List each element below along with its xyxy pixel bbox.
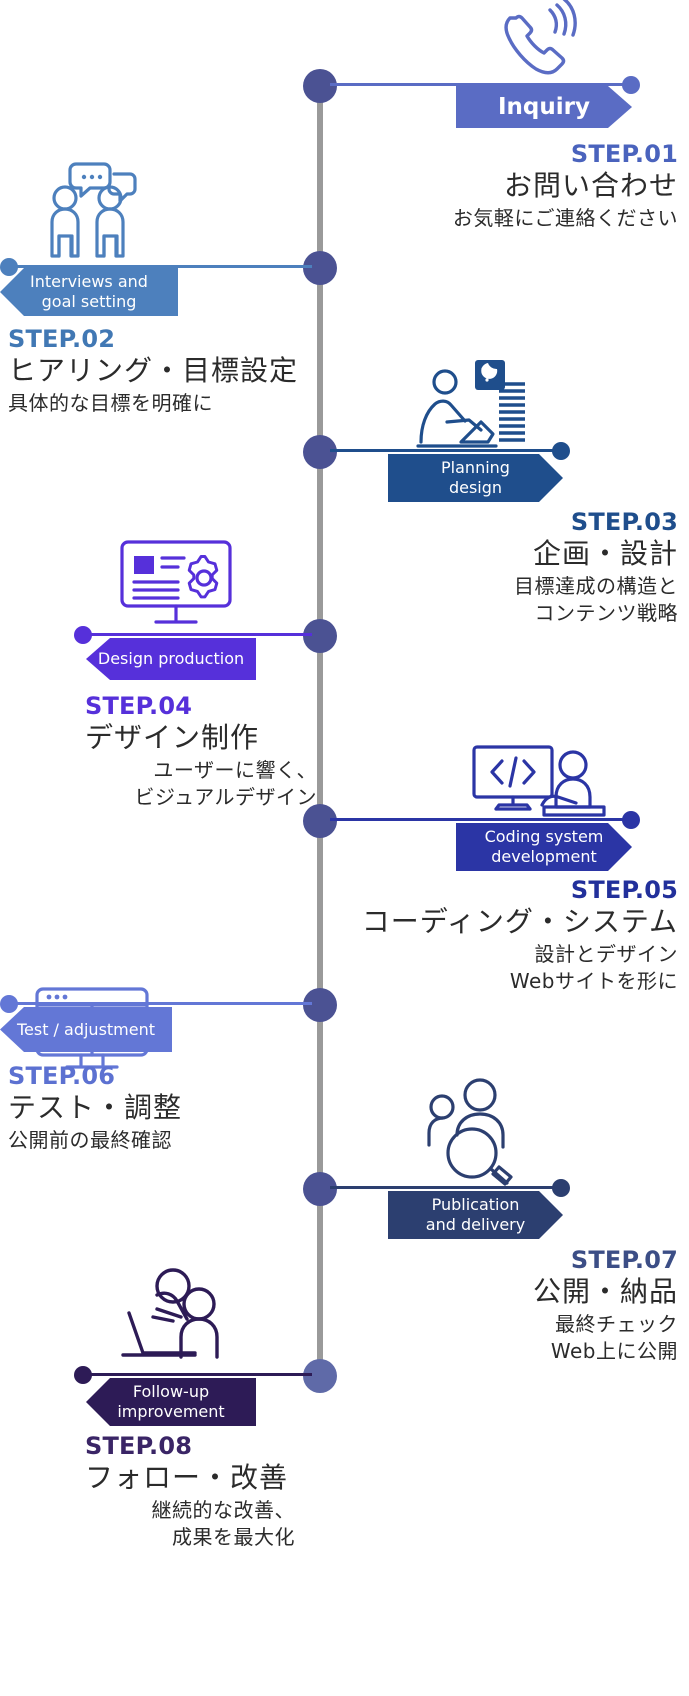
step-title-4: デザイン制作	[85, 721, 260, 755]
connector-enddot-7	[552, 1179, 570, 1197]
step-banner-6[interactable]: Test / adjustment	[0, 1007, 172, 1052]
monitor-gear-icon	[120, 540, 232, 628]
step-banner-2[interactable]: Interviews and goal setting	[0, 268, 178, 316]
step-banner-label-4: Design production	[97, 649, 245, 669]
step-text-2: STEP.02 ヒアリング・目標設定 具体的な目標を明確に	[8, 325, 488, 417]
step-banner-label-2b: goal setting	[41, 292, 137, 311]
step-text-4: STEP.04 デザイン制作 ユーザーに響く、 ビジュアルデザイン	[85, 692, 565, 811]
step-desc-6: 公開前の最終確認	[8, 1127, 172, 1152]
step-title-3: 企画・設計	[532, 537, 678, 571]
step-number-7: STEP.07	[570, 1246, 678, 1274]
step-number-1: STEP.01	[570, 140, 678, 168]
timeline-node-3	[303, 435, 337, 469]
timeline-node-1	[303, 69, 337, 103]
step-banner-label-7a: Publication	[431, 1195, 520, 1215]
timeline-node-5	[303, 804, 337, 838]
connector-line-4	[86, 633, 312, 636]
step-banner-label-8a: Follow-up	[132, 1382, 210, 1402]
step-desc-3: 目標達成の構造と コンテンツ戦略	[514, 573, 678, 625]
step-text-8: STEP.08 フォロー・改善 継続的な改善、 成果を最大化	[85, 1432, 565, 1551]
step-number-4: STEP.04	[85, 692, 193, 720]
step-text-6: STEP.06 テスト・調整 公開前の最終確認	[8, 1062, 488, 1154]
timeline-node-6	[303, 988, 337, 1022]
connector-enddot-5	[622, 811, 640, 829]
step-number-3: STEP.03	[570, 508, 678, 536]
step-number-8: STEP.08	[85, 1432, 193, 1460]
connector-enddot-4	[74, 626, 92, 644]
code-monitor-person-icon	[472, 745, 608, 823]
step-desc-2: 具体的な目標を明確に	[8, 390, 213, 415]
step-text-5: STEP.05 コーディング・システム 設計とデザイン Webサイトを形に	[158, 876, 678, 995]
timeline-spine	[317, 86, 323, 1376]
step-text-1: STEP.01 お問い合わせ お気軽にご連絡ください	[198, 140, 678, 232]
step-banner-3[interactable]: Planning design	[388, 454, 563, 502]
connector-enddot-8	[74, 1366, 92, 1384]
connector-line-2	[12, 265, 312, 268]
step-text-3: STEP.03 企画・設計 目標達成の構造と コンテンツ戦略	[198, 508, 678, 627]
step-banner-7[interactable]: Publication and delivery	[388, 1191, 563, 1239]
step-desc-5: 設計とデザイン Webサイトを形に	[509, 941, 678, 993]
two-people-chat-icon	[42, 150, 152, 260]
step-desc-1: お気軽にご連絡ください	[452, 205, 678, 230]
step-desc-4: ユーザーに響く、 ビジュアルデザイン	[134, 757, 317, 809]
step-title-8: フォロー・改善	[85, 1461, 289, 1495]
step-title-5: コーディング・システム	[361, 905, 678, 939]
connector-line-8	[86, 1373, 312, 1376]
connector-enddot-3	[552, 442, 570, 460]
step-text-7: STEP.07 公開・納品 最終チェック Web上に公開	[198, 1246, 678, 1365]
step-banner-label-5a: Coding system	[484, 827, 604, 847]
step-desc-8: 継続的な改善、 成果を最大化	[151, 1497, 295, 1549]
timeline-node-4	[303, 619, 337, 653]
connector-line-5	[330, 818, 630, 821]
connector-line-6	[12, 1002, 312, 1005]
connector-line-3	[330, 449, 562, 452]
step-banner-label-3a: Planning	[441, 458, 510, 478]
step-banner-label-5b: development	[491, 847, 597, 866]
step-banner-label-2a: Interviews and	[30, 272, 148, 292]
step-banner-4[interactable]: Design production	[86, 638, 256, 680]
connector-enddot-1	[622, 76, 640, 94]
step-title-6: テスト・調整	[8, 1091, 183, 1125]
step-banner-1[interactable]: Inquiry	[456, 86, 632, 128]
timeline-node-8	[303, 1359, 337, 1393]
timeline-node-2	[303, 251, 337, 285]
step-title-7: 公開・納品	[532, 1275, 678, 1309]
step-banner-label-3b: design	[448, 478, 503, 497]
step-banner-label-6: Test / adjustment	[16, 1019, 156, 1039]
step-number-6: STEP.06	[8, 1062, 116, 1090]
person-desk-moon-icon	[415, 360, 525, 452]
step-title-1: お問い合わせ	[503, 169, 678, 203]
step-banner-5[interactable]: Coding system development	[456, 823, 632, 871]
mentor-laptop-icon	[113, 1265, 231, 1363]
phone-ring-icon	[497, 0, 589, 80]
connector-enddot-6	[0, 995, 18, 1013]
connector-line-1	[330, 83, 630, 86]
people-search-icon	[415, 1075, 525, 1187]
step-banner-label-7b: and delivery	[425, 1215, 526, 1234]
step-number-5: STEP.05	[570, 876, 678, 904]
connector-enddot-2	[0, 258, 18, 276]
step-banner-label-8b: improvement	[117, 1402, 225, 1421]
step-desc-7: 最終チェック Web上に公開	[550, 1311, 678, 1363]
step-title-2: ヒアリング・目標設定	[8, 354, 299, 388]
timeline-node-7	[303, 1172, 337, 1206]
step-banner-label-1: Inquiry	[498, 93, 590, 120]
connector-line-7	[330, 1186, 562, 1189]
step-banner-8[interactable]: Follow-up improvement	[86, 1378, 256, 1426]
step-number-2: STEP.02	[8, 325, 116, 353]
